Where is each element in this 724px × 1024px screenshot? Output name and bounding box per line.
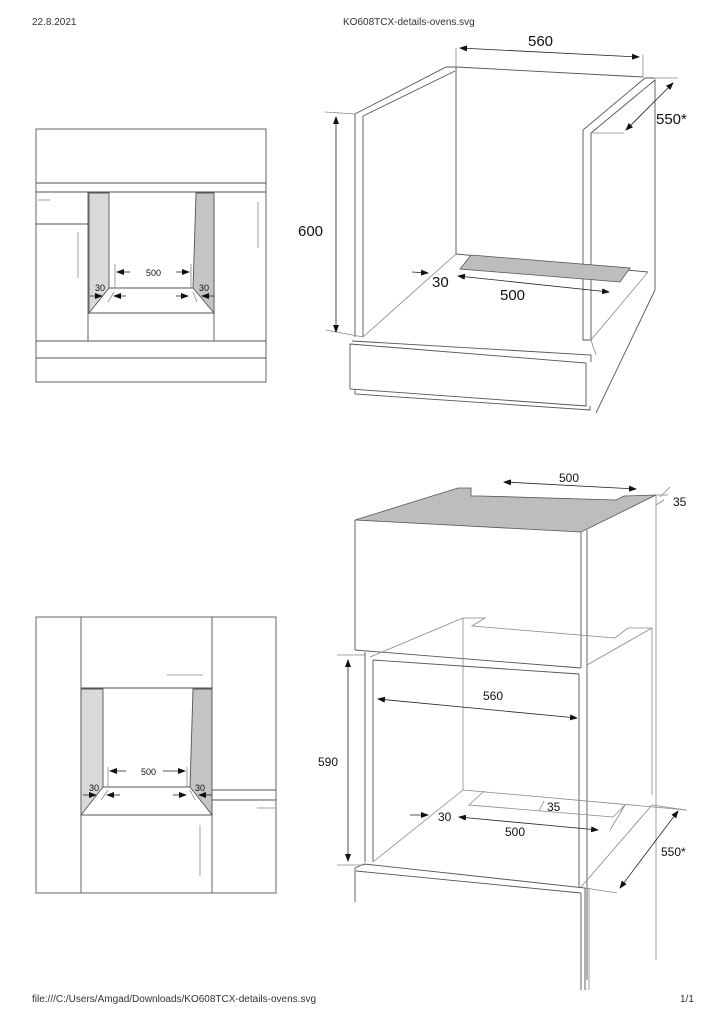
front-right-gap-label: 30 [199, 283, 209, 293]
under-counter-isometric-view: 560 550* 600 30 500 [298, 33, 687, 414]
tall-front-width-label: 500 [141, 767, 156, 777]
front-left-gap-label: 30 [95, 283, 105, 293]
file-path: file:///C:/Users/Amgad/Downloads/KO608TC… [32, 994, 317, 1005]
print-date: 22.8.2021 [32, 17, 77, 28]
iso-height-label: 600 [298, 223, 323, 240]
iso-vent-width-label: 500 [500, 287, 525, 304]
tall-top-vent-width-label: 500 [559, 471, 579, 485]
tall-width-label: 560 [483, 689, 503, 703]
iso-depth-label: 550* [656, 111, 687, 128]
tall-cabinet-isometric-view: 500 35 560 590 30 500 35 550* [318, 471, 688, 990]
tall-depth-label: 550* [661, 845, 686, 859]
tall-top-vent-depth-label: 35 [673, 495, 687, 509]
iso-vent-offset-label: 30 [432, 274, 449, 291]
tall-cabinet-front-view: 500 30 30 [35, 616, 277, 894]
tall-front-left-gap-label: 30 [89, 783, 99, 793]
page-number: 1/1 [680, 994, 694, 1005]
tall-vent-offset-label: 30 [438, 810, 452, 824]
tall-vent-depth-label: 35 [547, 800, 561, 814]
iso-width-label: 560 [528, 33, 553, 50]
under-counter-front-view: 500 30 30 [35, 128, 267, 383]
tall-height-label: 590 [318, 755, 338, 769]
tall-front-right-gap-label: 30 [195, 783, 205, 793]
tall-vent-width-label: 500 [505, 825, 525, 839]
front-width-label: 500 [146, 268, 161, 278]
document-title: KO608TCX-details-ovens.svg [343, 17, 475, 28]
